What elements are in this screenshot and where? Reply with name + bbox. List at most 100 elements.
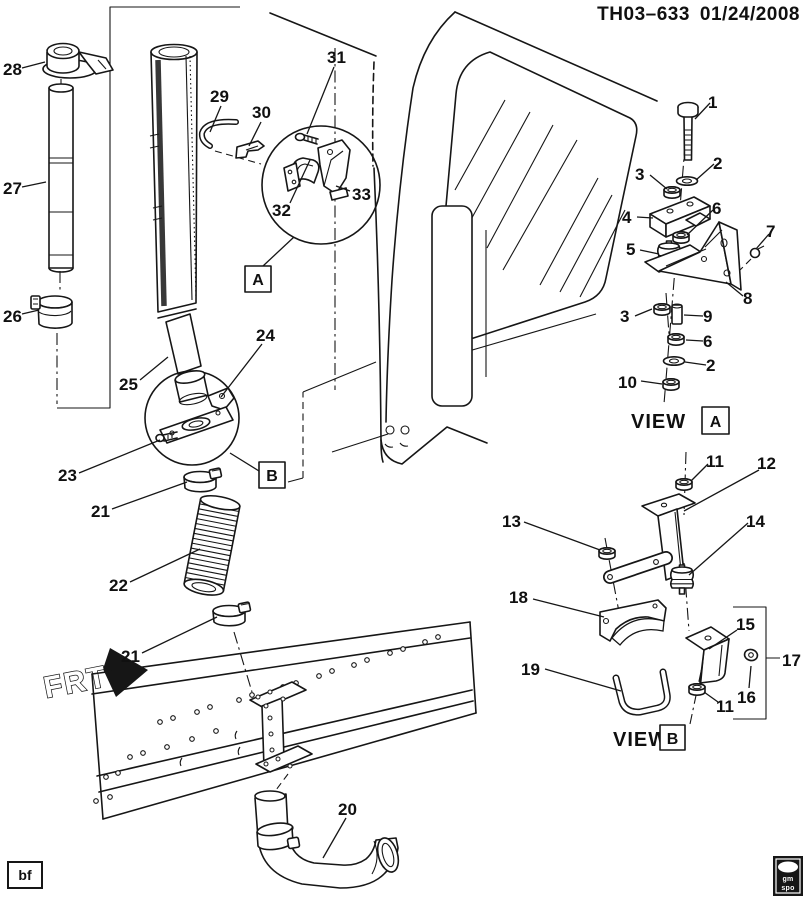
washer-2-lower bbox=[662, 355, 686, 367]
leader-line-30 bbox=[248, 121, 262, 147]
flex-pipe-22 bbox=[183, 494, 241, 596]
cab-window bbox=[434, 51, 638, 347]
detail-circle-b bbox=[144, 369, 260, 472]
view-b-letter: B bbox=[667, 731, 679, 748]
part-callout-32: 32 bbox=[272, 201, 291, 220]
part-callout-27: 27 bbox=[3, 179, 22, 198]
leader-line-14 bbox=[688, 522, 749, 576]
leader-line-33 bbox=[335, 185, 351, 192]
exhaust-stack-25 bbox=[149, 43, 202, 375]
bolt-23 bbox=[155, 431, 178, 443]
leader-line-15 bbox=[708, 629, 738, 650]
leader-line-11 bbox=[703, 691, 719, 703]
nut-11-lower bbox=[688, 682, 706, 697]
nut-11-upper bbox=[675, 477, 693, 492]
leader-line-8 bbox=[725, 281, 744, 297]
nut-6-upper bbox=[672, 231, 690, 244]
leader-line-27 bbox=[21, 181, 47, 188]
leader-line-29 bbox=[209, 105, 222, 133]
frame-rail bbox=[91, 621, 477, 820]
leader-line-24 bbox=[220, 343, 263, 398]
doc-number: TH03–633 bbox=[597, 4, 690, 25]
part-callout-13: 13 bbox=[502, 512, 521, 531]
view-a-letter: A bbox=[710, 414, 722, 431]
group-bracket-17 bbox=[733, 606, 780, 720]
view-b-caption: VIEW B bbox=[613, 724, 686, 751]
part-callout-2: 2 bbox=[706, 356, 715, 375]
part-callout-3: 3 bbox=[635, 165, 644, 184]
view-a-assembly bbox=[644, 101, 765, 405]
leader-line-5 bbox=[639, 249, 660, 255]
frt-arrow-icon bbox=[103, 648, 148, 697]
leader-line-16 bbox=[748, 665, 752, 689]
shield-bracket-18 bbox=[599, 599, 667, 646]
rivet-holes bbox=[93, 634, 441, 804]
leader-line-2 bbox=[684, 361, 707, 366]
part-callout-9: 9 bbox=[703, 307, 712, 326]
insulator-14 bbox=[669, 564, 695, 595]
rain-cap-28 bbox=[42, 42, 114, 79]
detail-letter-a: A bbox=[252, 272, 264, 289]
leader-line-19 bbox=[544, 668, 622, 692]
leader-line-7 bbox=[755, 233, 770, 250]
retainer-7 bbox=[736, 245, 765, 274]
part-callout-20: 20 bbox=[338, 800, 357, 819]
truck-cab-outline bbox=[269, 11, 658, 465]
washer-2-upper bbox=[675, 176, 699, 186]
elbow-pipe-20 bbox=[254, 790, 400, 889]
part-callout-3: 3 bbox=[620, 307, 629, 326]
leader-line-25 bbox=[139, 356, 169, 381]
clamp-21-upper bbox=[183, 467, 223, 493]
leader-line-13 bbox=[523, 521, 601, 551]
part-callout-10: 10 bbox=[618, 373, 637, 392]
clamp-21-lower bbox=[212, 601, 252, 627]
leader-line-22 bbox=[129, 548, 201, 583]
spacer-9 bbox=[671, 303, 683, 325]
leader-line-6 bbox=[685, 339, 704, 342]
logo-text-spo: spo bbox=[781, 885, 794, 892]
part-callout-11: 11 bbox=[706, 452, 724, 471]
part-callout-33: 33 bbox=[352, 185, 371, 204]
leader-line-3 bbox=[649, 174, 668, 190]
part-callout-23: 23 bbox=[58, 466, 77, 485]
part-callout-28: 28 bbox=[3, 60, 22, 79]
part-callout-16: 16 bbox=[737, 688, 756, 707]
leader-line-1 bbox=[694, 102, 711, 120]
u-clip-29 bbox=[198, 118, 239, 149]
bolt-31 bbox=[294, 132, 319, 145]
part-callout-21: 21 bbox=[121, 647, 140, 666]
part-callout-6: 6 bbox=[712, 199, 721, 218]
part-callout-15: 15 bbox=[736, 615, 755, 634]
detail-letter-b: B bbox=[266, 468, 278, 485]
leader-line-20 bbox=[322, 817, 347, 859]
part-callout-22: 22 bbox=[109, 576, 128, 595]
part-callout-8: 8 bbox=[743, 289, 752, 308]
part-callout-30: 30 bbox=[252, 103, 271, 122]
centerline bbox=[233, 631, 253, 693]
leader-line-9 bbox=[683, 314, 704, 317]
part-callout-7: 7 bbox=[766, 222, 775, 241]
leader-line-6 bbox=[686, 209, 714, 236]
bracket-12 bbox=[603, 493, 696, 584]
bracket-15 bbox=[685, 626, 730, 684]
logo-text-gm: gm bbox=[782, 876, 793, 883]
leader-line-21 bbox=[141, 616, 218, 654]
leader-line-23 bbox=[78, 439, 161, 474]
part-callout-4: 4 bbox=[622, 208, 632, 227]
view-a-caption: VIEW A bbox=[631, 406, 730, 435]
detail-marker-b: B bbox=[258, 461, 286, 489]
rail-bracket bbox=[249, 681, 313, 773]
leader-line-31 bbox=[306, 66, 335, 135]
leader-line-32 bbox=[289, 159, 311, 204]
nut-6-lower bbox=[667, 332, 685, 347]
part-callout-25: 25 bbox=[119, 375, 138, 394]
frt-label: FRT bbox=[41, 660, 110, 705]
nut-13 bbox=[598, 546, 616, 561]
leader-line-4 bbox=[636, 216, 654, 219]
leader-line-21 bbox=[111, 481, 188, 510]
flange-plate bbox=[159, 406, 234, 444]
b-pillar-trim bbox=[431, 205, 473, 407]
